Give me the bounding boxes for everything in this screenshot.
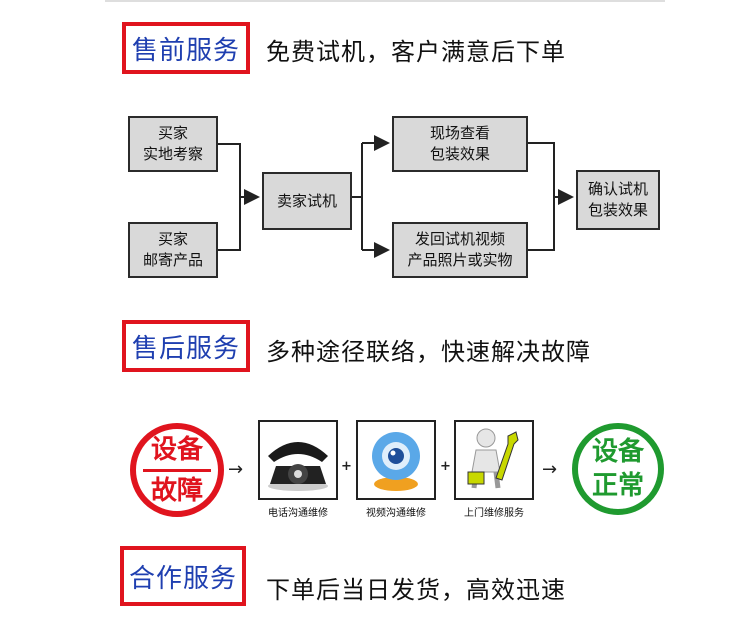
arrow-right-icon: → [228, 459, 244, 480]
flow-box-confirm-line2: 包装效果 [587, 201, 648, 219]
aftersale-label: 售后服务 [122, 320, 250, 372]
flow-box-confirm-line1: 确认试机 [587, 180, 648, 198]
flow-box-confirm: 确认试机 包装效果 [576, 170, 660, 230]
device-fault-line2: 故障 [150, 475, 203, 506]
flow-box-buyer-mail-line1: 买家 [157, 230, 188, 248]
presale-label: 售前服务 [122, 22, 250, 74]
arrow-right-icon: → [542, 459, 558, 480]
webcam-photo [356, 420, 436, 500]
flow-box-buyer-visit-line1: 买家 [157, 124, 188, 142]
device-normal-circle: 设备 正常 [572, 423, 664, 515]
plus-icon: + [440, 459, 451, 474]
top-divider [105, 0, 665, 2]
flow-box-buyer-visit-line2: 实地考察 [142, 145, 203, 163]
device-normal-line2: 正常 [591, 471, 644, 501]
device-fault-divider [143, 468, 211, 472]
phone-caption: 电话沟通维修 [268, 508, 328, 519]
flow-box-buyer-visit: 买家 实地考察 [128, 116, 218, 172]
flow-box-buyer-mail-line2: 邮寄产品 [142, 251, 203, 269]
device-fault-line1: 设备 [150, 434, 203, 465]
plus-icon: + [341, 459, 352, 474]
onsite-caption: 上门维修服务 [464, 508, 524, 519]
device-normal-line1: 设备 [591, 437, 644, 467]
flow-box-onsite-check: 现场查看 包装效果 [392, 116, 528, 172]
device-fault-circle: 设备 故障 [130, 423, 224, 517]
technician-icon [456, 422, 532, 498]
flow-box-send-back-line2: 产品照片或实物 [407, 251, 513, 269]
technician-photo [454, 420, 534, 500]
flow-box-seller-test-line1: 卖家试机 [276, 191, 337, 210]
flow-box-buyer-mail: 买家 邮寄产品 [128, 222, 218, 278]
flow-box-send-back: 发回试机视频 产品照片或实物 [392, 222, 528, 278]
presale-desc: 免费试机，客户满意后下单 [266, 38, 566, 66]
flow-box-send-back-line1: 发回试机视频 [414, 230, 505, 248]
connector-results-merge [528, 142, 555, 251]
cooperation-desc: 下单后当日发货，高效迅速 [266, 576, 566, 604]
aftersale-desc: 多种途径联络，快速解决故障 [266, 338, 591, 366]
telephone-icon [260, 422, 336, 498]
flow-box-onsite-check-line2: 包装效果 [429, 145, 490, 163]
flow-box-seller-test: 卖家试机 [262, 172, 352, 230]
flow-box-onsite-check-line1: 现场查看 [429, 124, 490, 142]
connector-buyers-merge [218, 143, 241, 251]
cooperation-label: 合作服务 [120, 546, 246, 606]
video-caption: 视频沟通维修 [366, 508, 426, 519]
phone-photo [258, 420, 338, 500]
webcam-icon [358, 422, 434, 498]
